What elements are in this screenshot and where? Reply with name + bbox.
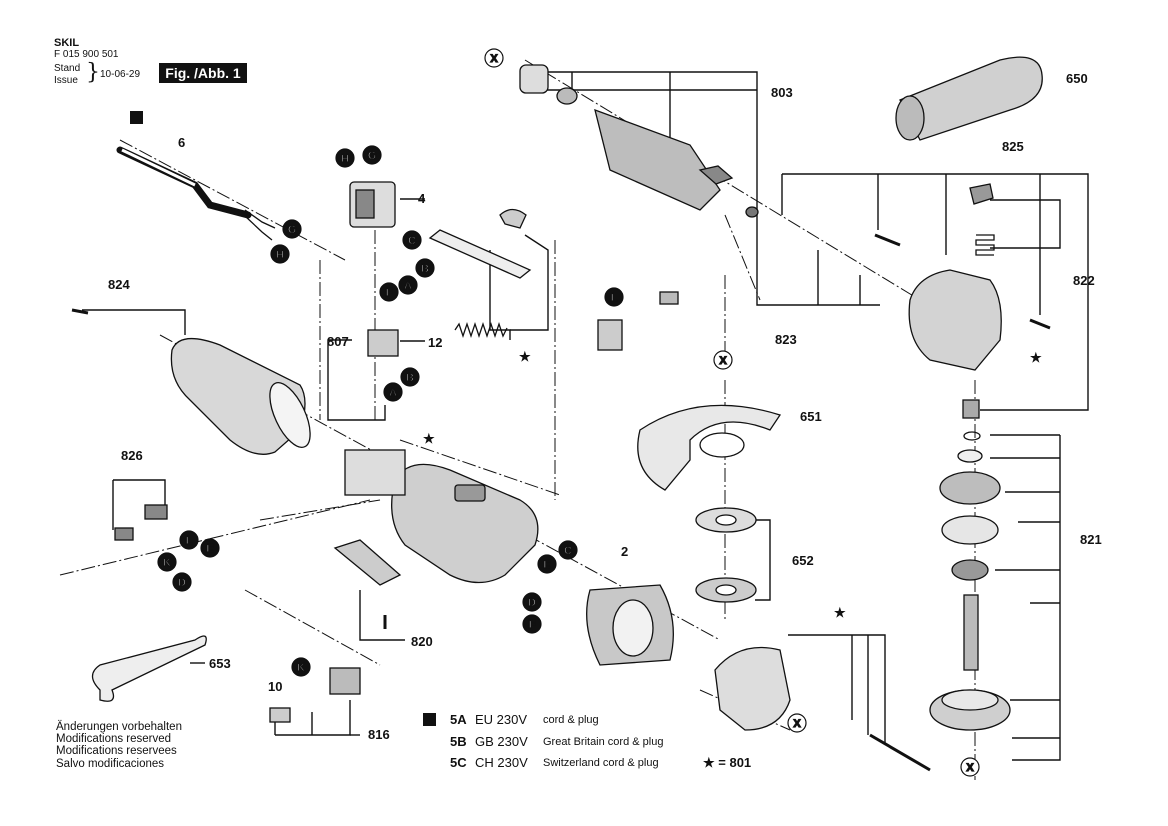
part-number: F 015 900 501	[54, 49, 119, 60]
callout-816: 816	[368, 727, 390, 742]
legend-square	[423, 713, 436, 726]
letter-x-top-text: X	[490, 53, 498, 65]
letter-b-cap-text: B	[406, 372, 414, 384]
letter-h-cord: H	[270, 244, 290, 264]
letter-l-826: L	[179, 530, 199, 550]
letter-l-826-text: L	[186, 535, 193, 547]
letter-k-826-text: K	[163, 557, 171, 569]
letter-c-stator-text: C	[564, 545, 572, 557]
footnote-line-2: Modifications reserved	[56, 733, 172, 745]
legend-star-ref: ★ = 801	[703, 755, 752, 770]
callout-6: 6	[178, 135, 186, 150]
legend-desc-5a: cord & plug	[543, 714, 599, 726]
star-housing: ★	[423, 431, 435, 446]
letter-x-bottom-text: X	[966, 762, 974, 774]
callout-807: 807	[327, 334, 349, 349]
star-cover: ★	[834, 605, 846, 620]
callout-822: 822	[1073, 273, 1095, 288]
callout-823: 823	[775, 332, 797, 347]
letter-h-cord-text: H	[276, 249, 284, 261]
letter-l-brush: L	[604, 287, 624, 307]
legend-code-5b: 5B	[450, 734, 467, 749]
letter-k-holder-text: K	[297, 662, 305, 674]
callout-821: 821	[1080, 532, 1102, 547]
footnote-line-4: Salvo modificaciones	[56, 758, 165, 770]
letter-d-826-text: D	[178, 577, 186, 589]
letter-k-826: K	[157, 552, 177, 572]
brace-glyph: }	[86, 60, 100, 85]
letter-c-stator: C	[558, 540, 578, 560]
letter-x-cover-text: X	[793, 718, 801, 730]
issue-date: 10-06-29	[100, 69, 141, 80]
star-switch: ★	[519, 349, 531, 364]
letter-l-brush-text: L	[611, 292, 618, 304]
letter-a-cap-text: A	[389, 387, 397, 399]
letter-a-cap: A	[383, 382, 403, 402]
letter-x-guard: X	[713, 350, 733, 370]
letter-a-switch-text: A	[404, 280, 412, 292]
callout-825: 825	[1002, 139, 1024, 154]
letter-h-top-text: H	[341, 153, 349, 165]
letter-g-cord: G	[282, 219, 302, 239]
legend-desc-5c: Switzerland cord & plug	[543, 757, 659, 769]
letter-e-stator: E	[537, 554, 557, 574]
callout-650: 650	[1066, 71, 1088, 86]
letter-d-826: D	[172, 572, 192, 592]
letter-d-stator-text: D	[528, 597, 536, 609]
letter-f-stator-text: F	[529, 619, 536, 631]
letter-x-cover: X	[787, 713, 807, 733]
figure-label: Fig. /Abb. 1	[159, 63, 247, 83]
legend-code-5a: 5A	[450, 712, 467, 727]
letter-f-stator: F	[522, 614, 542, 634]
letter-g-cord-text: G	[288, 224, 297, 236]
letter-e-826: E	[200, 538, 220, 558]
letter-b-switch-text: B	[421, 263, 429, 275]
legend-country-5b: GB 230V	[475, 734, 528, 749]
legend-country-5c: CH 230V	[475, 755, 528, 770]
letter-e-stator-text: E	[543, 559, 550, 571]
callout-652: 652	[792, 553, 814, 568]
callout-651: 651	[800, 409, 822, 424]
brand-label: SKIL	[54, 37, 80, 49]
letter-x-guard-text: X	[719, 355, 727, 367]
footnote-line-1: Änderungen vorbehalten	[56, 721, 182, 733]
letter-c-switch-text: C	[408, 235, 416, 247]
cord-marker-square	[130, 111, 143, 124]
letter-g-top: G	[362, 145, 382, 165]
star-gearhead: ★	[1030, 350, 1042, 365]
letter-g-top-text: G	[368, 150, 377, 162]
issue-label: Issue	[54, 75, 78, 86]
callout-4: 4	[418, 191, 426, 206]
letter-b-cap: B	[400, 367, 420, 387]
callout-803: 803	[771, 85, 793, 100]
letter-a-switch: A	[398, 275, 418, 295]
letter-k-holder: K	[291, 657, 311, 677]
footnote-line-3: Modifications reservees	[56, 745, 177, 757]
letter-x-bottom: X	[960, 757, 980, 777]
letter-e-826-text: E	[206, 543, 213, 555]
letter-d-stator: D	[522, 592, 542, 612]
callout-2: 2	[621, 544, 629, 559]
letter-b-switch: B	[415, 258, 435, 278]
callout-653: 653	[209, 656, 231, 671]
letter-c-switch: C	[402, 230, 422, 250]
letter-x-top: X	[484, 48, 504, 68]
legend-country-5a: EU 230V	[475, 712, 528, 727]
callout-10: 10	[268, 679, 283, 694]
callout-826: 826	[121, 448, 143, 463]
legend-desc-5b: Great Britain cord & plug	[543, 736, 664, 748]
callout-12: 12	[428, 335, 443, 350]
legend-code-5c: 5C	[450, 755, 467, 770]
stand-label: Stand	[54, 63, 81, 74]
letter-f-switch-text: F	[386, 287, 393, 299]
callout-820: 820	[411, 634, 433, 649]
callout-824: 824	[108, 277, 130, 292]
letter-h-top: H	[335, 148, 355, 168]
letter-f-switch: F	[379, 282, 399, 302]
